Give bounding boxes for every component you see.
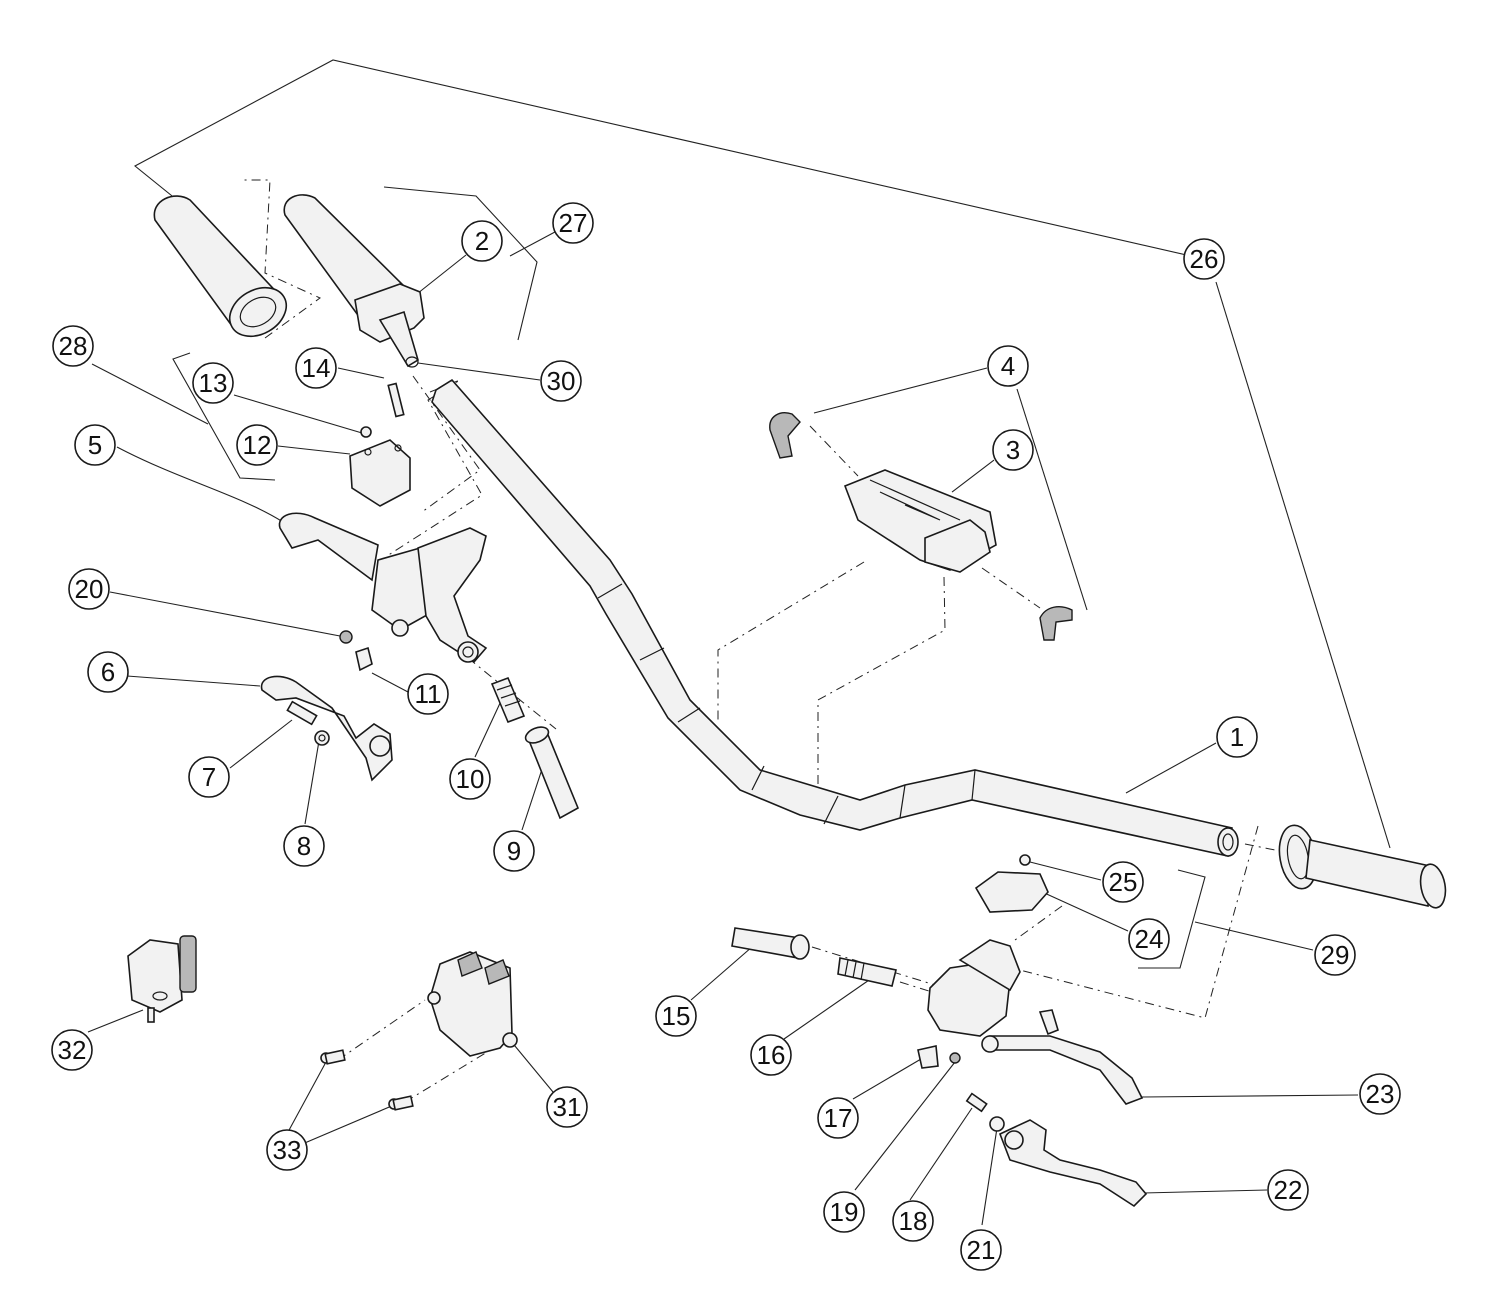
callout-25: 25 <box>1102 861 1144 903</box>
callout-label: 22 <box>1274 1175 1303 1205</box>
callout-14: 14 <box>295 347 337 389</box>
callout-7: 7 <box>188 756 230 798</box>
callout-10: 10 <box>449 758 491 800</box>
callout-label: 4 <box>1001 351 1015 381</box>
right-master-cylinder <box>927 939 1144 1105</box>
pin-and-nut-left <box>339 630 373 672</box>
callout-2: 2 <box>461 220 503 262</box>
brake-lever-right <box>989 1116 1148 1208</box>
callout-label: 24 <box>1135 924 1164 954</box>
callout-23: 23 <box>1359 1073 1401 1115</box>
callout-18: 18 <box>892 1200 934 1242</box>
callout-26: 26 <box>1183 238 1225 280</box>
callout-6: 6 <box>87 651 129 693</box>
callout-3: 3 <box>992 429 1034 471</box>
cable-clamps <box>769 412 1073 641</box>
callout-label: 29 <box>1321 940 1350 970</box>
callout-label: 19 <box>830 1197 859 1227</box>
spring-and-piston-right <box>731 927 897 987</box>
callout-20: 20 <box>68 568 110 610</box>
callout-9: 9 <box>493 830 535 872</box>
callout-21: 21 <box>960 1229 1002 1271</box>
callout-label: 32 <box>58 1035 87 1065</box>
callout-label: 7 <box>202 762 216 792</box>
callout-label: 14 <box>302 353 331 383</box>
callout-22: 22 <box>1267 1169 1309 1211</box>
callout-24: 24 <box>1128 918 1170 960</box>
bar-clamp <box>843 469 997 573</box>
handlebar-switch <box>427 951 518 1057</box>
callout-16: 16 <box>750 1034 792 1076</box>
callout-label: 1 <box>1230 722 1244 752</box>
left-master-cylinder <box>278 512 488 664</box>
clutch-lever-left <box>260 675 393 782</box>
callout-29: 29 <box>1314 934 1356 976</box>
callout-19: 19 <box>823 1191 865 1233</box>
callout-label: 13 <box>199 368 228 398</box>
callout-label: 16 <box>757 1040 786 1070</box>
callout-label: 28 <box>59 331 88 361</box>
callout-label: 11 <box>415 679 442 709</box>
callout-label: 30 <box>547 366 576 396</box>
reservoir-cover-left <box>349 439 411 507</box>
reservoir-cover-right <box>974 871 1049 913</box>
callout-label: 26 <box>1190 244 1219 274</box>
right-grip <box>1278 824 1447 909</box>
callout-5: 5 <box>74 424 116 466</box>
spring-and-piston-left <box>490 676 580 820</box>
callout-label: 8 <box>297 831 311 861</box>
left-grip <box>153 195 288 338</box>
callout-11: 11 <box>407 673 449 715</box>
callout-label: 31 <box>553 1092 582 1122</box>
callout-label: 10 <box>456 764 485 794</box>
callout-31: 31 <box>546 1086 588 1128</box>
callout-label: 17 <box>824 1103 853 1133</box>
callout-28: 28 <box>52 325 94 367</box>
throttle-grip <box>283 194 425 368</box>
callout-15: 15 <box>655 995 697 1037</box>
callout-label: 18 <box>899 1206 928 1236</box>
callout-label: 6 <box>101 657 115 687</box>
callout-label: 5 <box>88 430 102 460</box>
callout-32: 32 <box>51 1029 93 1071</box>
callout-4: 4 <box>987 345 1029 387</box>
callout-1: 1 <box>1216 716 1258 758</box>
callout-17: 17 <box>817 1097 859 1139</box>
callout-label: 9 <box>507 836 521 866</box>
callout-30: 30 <box>540 360 582 402</box>
callout-label: 15 <box>662 1001 691 1031</box>
callout-label: 25 <box>1109 867 1138 897</box>
callout-label: 21 <box>967 1235 996 1265</box>
callout-12: 12 <box>236 424 278 466</box>
callout-27: 27 <box>552 202 594 244</box>
callout-13: 13 <box>192 362 234 404</box>
callout-33: 33 <box>266 1129 308 1171</box>
pin-and-nut-right <box>917 1045 988 1113</box>
callout-label: 33 <box>273 1135 302 1165</box>
callout-label: 2 <box>475 226 489 256</box>
callout-label: 23 <box>1366 1079 1395 1109</box>
callout-label: 27 <box>559 208 588 238</box>
small-screws <box>360 382 1031 866</box>
switch-screws <box>320 1049 414 1111</box>
handlebar <box>431 378 1239 857</box>
callout-label: 20 <box>75 574 104 604</box>
callout-label: 3 <box>1006 435 1020 465</box>
leader-lines <box>87 59 1391 1226</box>
switch-button <box>127 935 197 1023</box>
callout-label: 12 <box>243 430 272 460</box>
callout-8: 8 <box>283 825 325 867</box>
